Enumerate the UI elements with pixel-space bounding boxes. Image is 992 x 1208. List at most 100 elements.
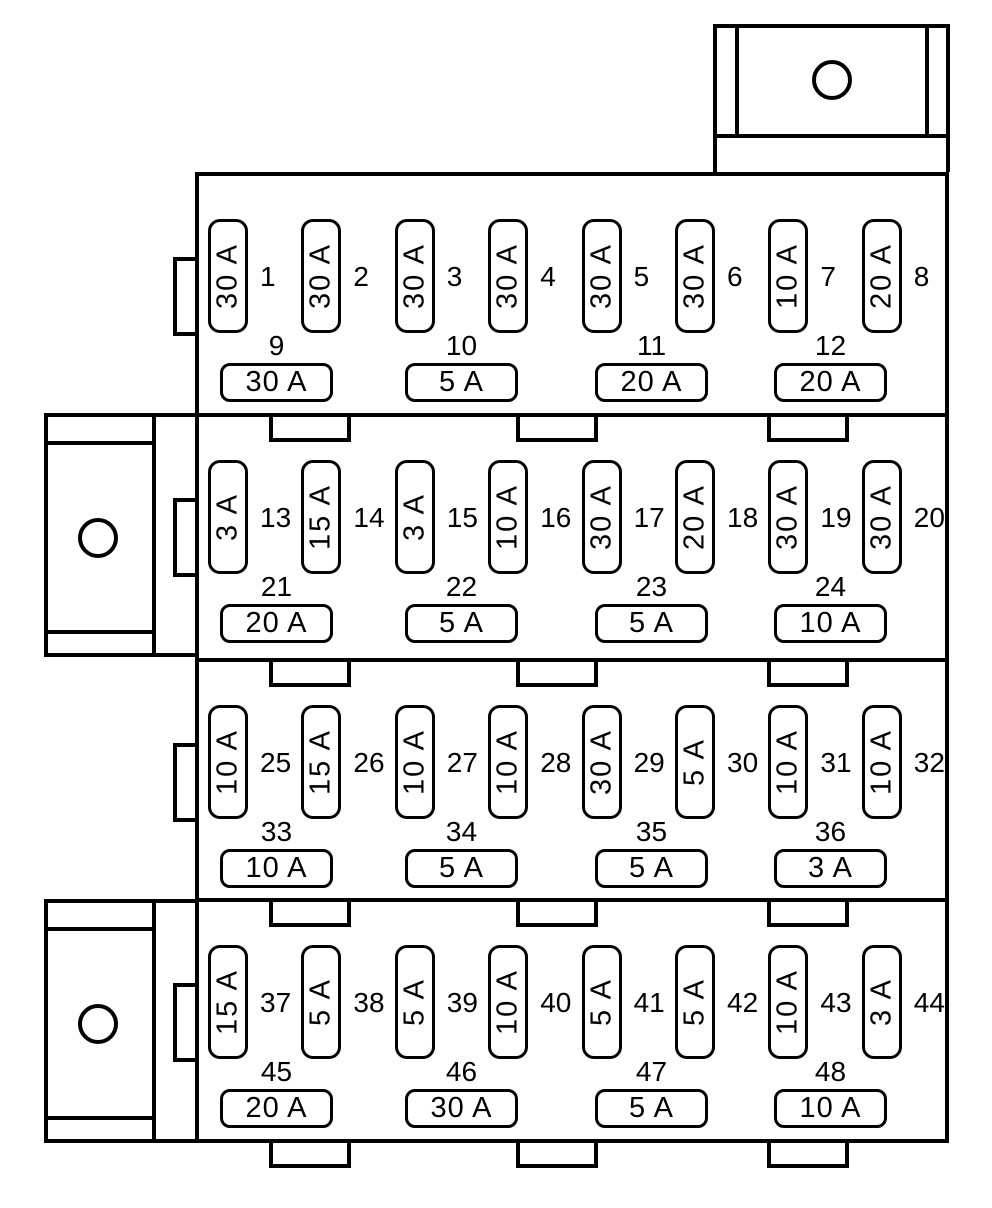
fuse-rating-label: 30 A (491, 242, 524, 310)
fuse-rating-label: 3 A (211, 493, 244, 541)
fuse-number-label: 26 (353, 747, 385, 778)
fuse-rating-label: 30 A (585, 483, 618, 551)
fuse-number-label: 15 (446, 502, 478, 533)
fuse-number-label: 20 (913, 502, 945, 533)
fuse-41: 5 A (581, 945, 622, 1059)
fuse-rating-label: 10 A (799, 1092, 862, 1124)
bracket-flange-line (152, 899, 156, 1143)
fuse-rating-label: 30 A (430, 1092, 493, 1124)
fuse-rating-label: 30 A (211, 242, 244, 310)
fuse-16: 10 A (488, 460, 529, 574)
fuse-22: 5 A (405, 604, 518, 643)
fuse-rating-label: 10 A (771, 728, 804, 796)
bracket-flange-line (735, 24, 739, 134)
fuse-45: 20 A (220, 1089, 333, 1128)
fuse-1: 30 A (208, 219, 248, 333)
mounting-hole (812, 60, 852, 100)
fuse-number-label: 10 (445, 330, 478, 361)
fuse-17: 30 A (581, 460, 622, 574)
fuse-number-label: 41 (633, 987, 665, 1018)
fuse-23: 5 A (595, 604, 708, 643)
fuse-rating-label: 10 A (771, 968, 804, 1036)
fuse-number-label: 34 (445, 816, 478, 847)
fuse-number-label: 37 (260, 987, 292, 1018)
fuse-rating-label: 10 A (491, 728, 524, 796)
fuse-rating-label: 5 A (585, 978, 618, 1026)
fuse-13: 3 A (208, 460, 248, 574)
fuse-number-label: 5 (633, 261, 650, 292)
fuse-6: 30 A (675, 219, 715, 333)
fuse-14: 15 A (301, 460, 342, 574)
fuse-48: 10 A (774, 1089, 887, 1128)
fuse-47: 5 A (595, 1089, 708, 1128)
fuse-rating-label: 10 A (211, 728, 244, 796)
side-tab (173, 983, 195, 1062)
fuse-rating-label: 3 A (398, 493, 431, 541)
fuse-rating-label: 3 A (808, 852, 853, 884)
fuse-number-label: 44 (913, 987, 945, 1018)
fuse-32: 10 A (861, 705, 902, 819)
connector-tab (516, 1143, 598, 1168)
connector-tab (516, 417, 598, 442)
connector-tab (269, 1143, 351, 1168)
fuse-number-label: 38 (353, 987, 385, 1018)
fuse-number-label: 18 (727, 502, 759, 533)
fuse-rating-label: 3 A (865, 978, 898, 1026)
fuse-number-label: 6 (727, 261, 743, 292)
fuse-rating-label: 5 A (678, 738, 711, 786)
fuse-number-label: 32 (913, 747, 945, 778)
fuse-number-label: 36 (814, 816, 847, 847)
fuse-24: 10 A (774, 604, 887, 643)
mounting-hole (78, 1004, 118, 1044)
fuse-9: 30 A (220, 363, 333, 402)
fuse-rating-label: 10 A (491, 483, 524, 551)
fuse-number-label: 46 (445, 1056, 478, 1087)
connector-tab (269, 417, 351, 442)
fuse-18: 20 A (675, 460, 715, 574)
fuse-number-label: 30 (727, 747, 759, 778)
bracket-divider-line (44, 630, 152, 634)
connector-tab (516, 902, 598, 927)
fuse-35: 5 A (595, 849, 708, 888)
fuse-rating-label: 15 A (304, 483, 337, 551)
fuse-number-label: 7 (820, 261, 836, 292)
fuse-number-label: 22 (445, 571, 478, 602)
fuse-rating-label: 10 A (491, 968, 524, 1036)
connector-tab (269, 662, 351, 687)
fuse-number-label: 43 (820, 987, 852, 1018)
mounting-bracket-left-upper (44, 413, 195, 657)
fuse-number-label: 2 (353, 261, 369, 292)
fuse-number-label: 9 (268, 330, 285, 361)
fuse-rating-label: 20 A (799, 366, 862, 398)
fuse-46: 30 A (405, 1089, 518, 1128)
fuse-15: 3 A (394, 460, 435, 574)
fuse-number-label: 3 (446, 261, 463, 292)
fuse-number-label: 48 (814, 1056, 847, 1087)
fuse-number-label: 35 (635, 816, 668, 847)
fuse-4: 30 A (488, 219, 529, 333)
fuse-number-label: 29 (633, 747, 665, 778)
fuse-38: 5 A (301, 945, 342, 1059)
fuse-rating-label: 15 A (211, 968, 244, 1036)
fuse-43: 10 A (768, 945, 809, 1059)
fuse-number-label: 1 (260, 261, 276, 292)
fuse-3: 30 A (394, 219, 435, 333)
fuse-rating-label: 10 A (771, 242, 804, 310)
fuse-rating-label: 30 A (678, 242, 711, 310)
fuse-36: 3 A (774, 849, 887, 888)
fuse-rating-label: 30 A (245, 366, 308, 398)
fuse-5: 30 A (581, 219, 622, 333)
connector-tab (516, 662, 598, 687)
fuse-10: 5 A (405, 363, 518, 402)
connector-tab (767, 662, 849, 687)
fuse-rating-label: 30 A (865, 483, 898, 551)
fuse-number-label: 17 (633, 502, 665, 533)
fuse-number-label: 23 (635, 571, 668, 602)
fuse-rating-label: 5 A (398, 978, 431, 1026)
side-tab (173, 498, 195, 577)
fuse-number-label: 4 (540, 261, 556, 292)
